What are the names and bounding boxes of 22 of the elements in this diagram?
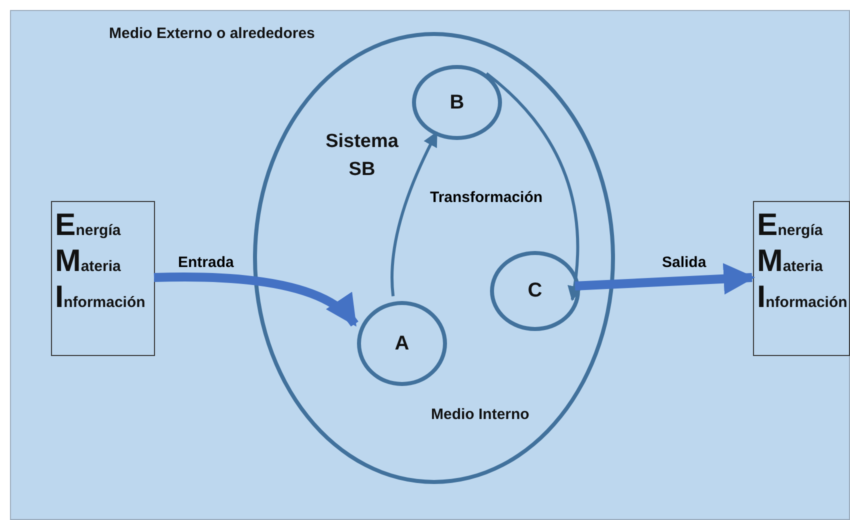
node-label: C bbox=[528, 280, 542, 302]
node-title: Medio Interno bbox=[431, 406, 530, 423]
arrow bbox=[486, 72, 582, 302]
node-label: B bbox=[450, 91, 464, 114]
list-item: Información bbox=[55, 282, 146, 316]
list-item: Energía bbox=[55, 210, 122, 244]
circle-node bbox=[357, 301, 447, 386]
circle-node bbox=[412, 65, 502, 140]
node-title: Medio Externo o alrededores bbox=[109, 25, 315, 42]
content-box bbox=[51, 201, 155, 356]
node-title: Sistema SB bbox=[324, 130, 400, 182]
list-item: Materia bbox=[757, 246, 824, 280]
arrow bbox=[574, 263, 756, 295]
node-label: A bbox=[394, 332, 410, 355]
list-item: Información bbox=[757, 282, 848, 316]
list-item: Energía bbox=[757, 210, 824, 244]
list-item: Materia bbox=[55, 246, 122, 280]
arrow bbox=[154, 272, 358, 327]
background-panel bbox=[10, 10, 850, 520]
content-box bbox=[753, 201, 850, 356]
arrow bbox=[390, 131, 438, 296]
circle-node bbox=[490, 251, 580, 331]
